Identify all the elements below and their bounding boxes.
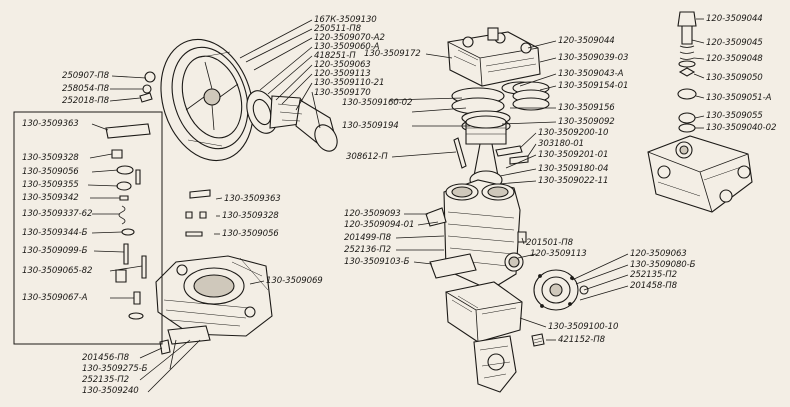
- label-120-3509044-col: 120-3509044: [706, 14, 763, 24]
- label-130-3509022-11: 130-3509022-11: [538, 176, 609, 186]
- label-130-3509275-b: 130-3509275-Б: [82, 364, 148, 374]
- label-130-3509355: 130-3509355: [22, 180, 79, 190]
- label-130-3509040-02: 130-3509040-02: [706, 123, 777, 133]
- crankshaft-hub: [246, 90, 338, 152]
- valve-head-cover: [647, 135, 753, 213]
- label-130-3509344-b: 130-3509344-Б: [22, 228, 88, 238]
- label-130-3509200-10: 130-3509200-10: [538, 128, 609, 138]
- crankcase: [445, 281, 545, 393]
- label-250511-p8: 250511-П8: [314, 24, 361, 34]
- label-120-3509063-right: 120-3509063: [630, 249, 687, 259]
- leader-lines: [87, 18, 705, 393]
- label-130-3509043-a: 130-3509043-А: [558, 69, 624, 79]
- inset-frame: [13, 111, 163, 345]
- label-130-3509342: 130-3509342: [22, 193, 79, 203]
- label-130-3509050: 130-3509050: [706, 73, 763, 83]
- label-130-3509039-03: 130-3509039-03: [558, 53, 629, 63]
- label-201499-p8: 201499-П8: [344, 233, 391, 243]
- label-130-3509363-mid: 130-3509363: [224, 194, 281, 204]
- label-130-3509060-a: 130-3509060-А: [314, 42, 380, 52]
- label-130-3509065-82: 130-3509065-82: [22, 266, 93, 276]
- label-130-3509092: 130-3509092: [558, 117, 615, 127]
- label-421152-p8: 421152-П8: [558, 335, 605, 345]
- label-252018-p8: 252018-П8: [62, 96, 109, 106]
- rear-cover: [533, 269, 589, 311]
- pulley-nut-washer: [139, 71, 156, 103]
- label-252135-p2-right: 252135-П2: [630, 270, 677, 280]
- carburetor-small-parts: [185, 189, 211, 237]
- cylinder-head-top: [447, 27, 541, 87]
- label-130-3509099-b: 130-3509099-Б: [22, 246, 88, 256]
- label-252135-p2-bottom: 252135-П2: [82, 375, 129, 385]
- label-130-3509154-01: 130-3509154-01: [558, 81, 629, 91]
- label-130-3509172: 130-3509172: [364, 49, 421, 59]
- label-308612-p: 308612-П: [346, 152, 388, 162]
- carburetor-body: [155, 255, 273, 355]
- label-130-3509160-02: 130-3509160-02: [342, 98, 413, 108]
- label-201458-p8: 201458-П8: [630, 281, 677, 291]
- label-130-3509240: 130-3509240: [82, 386, 139, 396]
- label-130-3509056-mid: 130-3509056: [222, 229, 279, 239]
- label-130-3509328-mid: 130-3509328: [222, 211, 279, 221]
- label-130-3509201-01: 130-3509201-01: [538, 150, 609, 160]
- label-130-3509056-box: 130-3509056: [22, 167, 79, 177]
- label-130-3509103-b: 130-3509103-Б: [344, 257, 410, 267]
- label-120-3509113-mid: 120-3509113: [530, 249, 587, 259]
- label-120-3509044-top: 120-3509044: [558, 36, 615, 46]
- label-120-3509045: 120-3509045: [706, 38, 763, 48]
- label-130-3509156: 130-3509156: [558, 103, 615, 113]
- inset-parts: [105, 123, 151, 320]
- label-130-3509363-box: 130-3509363: [22, 119, 79, 129]
- label-201456-p8: 201456-П8: [82, 353, 129, 363]
- label-167k-3509130: 167К-3509130: [314, 15, 377, 25]
- label-418251-p: 418251-П: [314, 51, 356, 61]
- label-130-3509100-10: 130-3509100-10: [548, 322, 619, 332]
- label-258054-p8: 258054-П8: [62, 84, 109, 94]
- label-120-3509048: 120-3509048: [706, 54, 763, 64]
- valve-column: [677, 11, 697, 133]
- label-130-3509180-04: 130-3509180-04: [538, 164, 609, 174]
- label-130-3509051-a: 130-3509051-А: [706, 93, 772, 103]
- label-120-3509093: 120-3509093: [344, 209, 401, 219]
- pulley: [160, 38, 254, 162]
- label-201501-p8: 201501-П8: [526, 238, 573, 248]
- label-130-3509337-62: 130-3509337-62: [22, 209, 93, 219]
- label-130-3509194: 130-3509194: [342, 121, 399, 131]
- piston: [465, 115, 507, 145]
- label-130-3509069: 130-3509069: [266, 276, 323, 286]
- label-303180-01: 303180-01: [538, 139, 584, 149]
- label-252136-p2: 252136-П2: [344, 245, 391, 255]
- label-130-3509067-a: 130-3509067-А: [22, 293, 88, 303]
- label-130-3509170: 130-3509170: [314, 88, 371, 98]
- label-130-3509080-b: 130-3509080-Б: [630, 260, 696, 270]
- label-120-3509113: 120-3509113: [314, 69, 371, 79]
- label-130-3509055: 130-3509055: [706, 111, 763, 121]
- label-250907-p8: 250907-П8: [62, 71, 109, 81]
- label-120-3509063: 120-3509063: [314, 60, 371, 70]
- label-120-3509094-01: 120-3509094-01: [344, 220, 415, 230]
- label-130-3509328-box: 130-3509328: [22, 153, 79, 163]
- label-120-3509070-a2: 120-3509070-А2: [314, 33, 385, 43]
- label-130-3509110-21: 130-3509110-21: [314, 78, 385, 88]
- block-gasket: [429, 253, 477, 279]
